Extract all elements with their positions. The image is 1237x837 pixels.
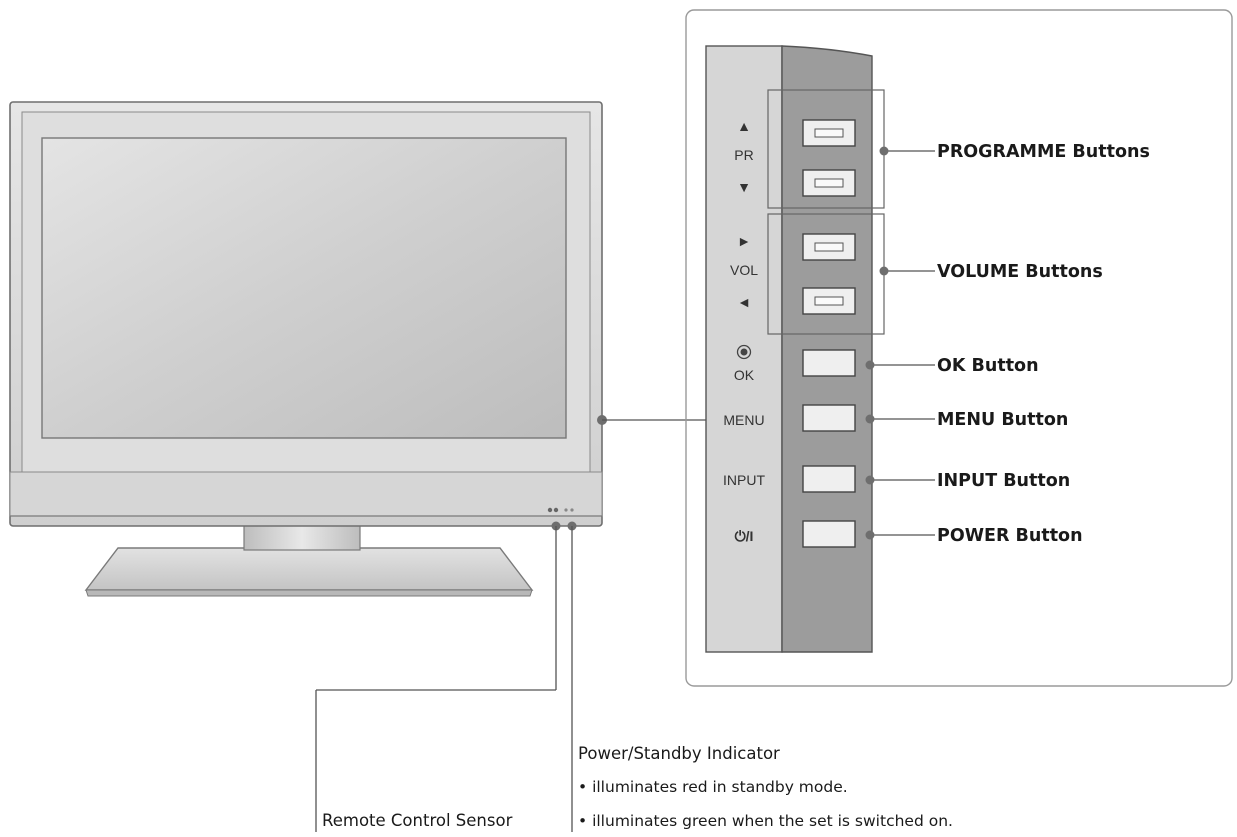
input-label: INPUT [723, 472, 765, 488]
panel-buttons [802, 119, 856, 548]
menu-button[interactable] [802, 404, 856, 432]
tv-lower-bar [9, 471, 603, 517]
bottom-callout-lines [315, 521, 577, 832]
ok-button-label: OK Button [937, 356, 1039, 376]
ok-icon [736, 344, 752, 360]
indicator-dot-a [564, 508, 568, 512]
input-button[interactable] [802, 465, 856, 493]
tv-stand-neck [243, 523, 361, 551]
volume-down-button[interactable] [802, 287, 856, 315]
vol-left-arrow: ◄ [737, 294, 751, 310]
vol-label: VOL [730, 262, 758, 278]
callout-labels: PROGRAMME Buttons VOLUME Buttons OK Butt… [937, 142, 1150, 546]
power-button[interactable] [802, 520, 856, 548]
callout-lines [865, 146, 935, 540]
remote-control-sensor-label: Remote Control Sensor [322, 811, 513, 830]
power-standby-indicator-title: Power/Standby Indicator [578, 744, 780, 763]
power-button-label: POWER Button [937, 526, 1083, 546]
remote-sensor-dot-b [553, 507, 559, 513]
tv-illustration [9, 101, 607, 597]
programme-buttons-label: PROGRAMME Buttons [937, 142, 1150, 162]
menu-button-label: MENU Button [937, 410, 1068, 430]
ok-label: OK [734, 367, 755, 383]
tv-screen [41, 137, 567, 439]
pr-label: PR [734, 147, 753, 163]
tv-stand-base [84, 547, 534, 591]
ok-button[interactable] [802, 349, 856, 377]
input-button-label: INPUT Button [937, 471, 1070, 491]
indicator-dot-b [570, 508, 574, 512]
zoom-frame [685, 9, 1233, 687]
menu-label: MENU [723, 412, 764, 428]
indicator-red-note: • illuminates red in standby mode. [578, 778, 848, 796]
pr-down-arrow: ▼ [737, 179, 751, 195]
control-panel-dark-strip [781, 45, 873, 653]
indicator-green-note: • illuminates green when the set is swit… [578, 812, 953, 830]
power-label: ⏻/I [735, 528, 754, 544]
vol-right-arrow: ► [737, 233, 751, 249]
remote-sensor-dot-a [547, 507, 553, 513]
pr-up-arrow: ▲ [737, 118, 751, 134]
panel-labels: ▲ PR ▼ ► VOL ◄ OK MENU INPUT ⏻/I [723, 118, 765, 544]
volume-buttons-label: VOLUME Buttons [937, 262, 1103, 282]
